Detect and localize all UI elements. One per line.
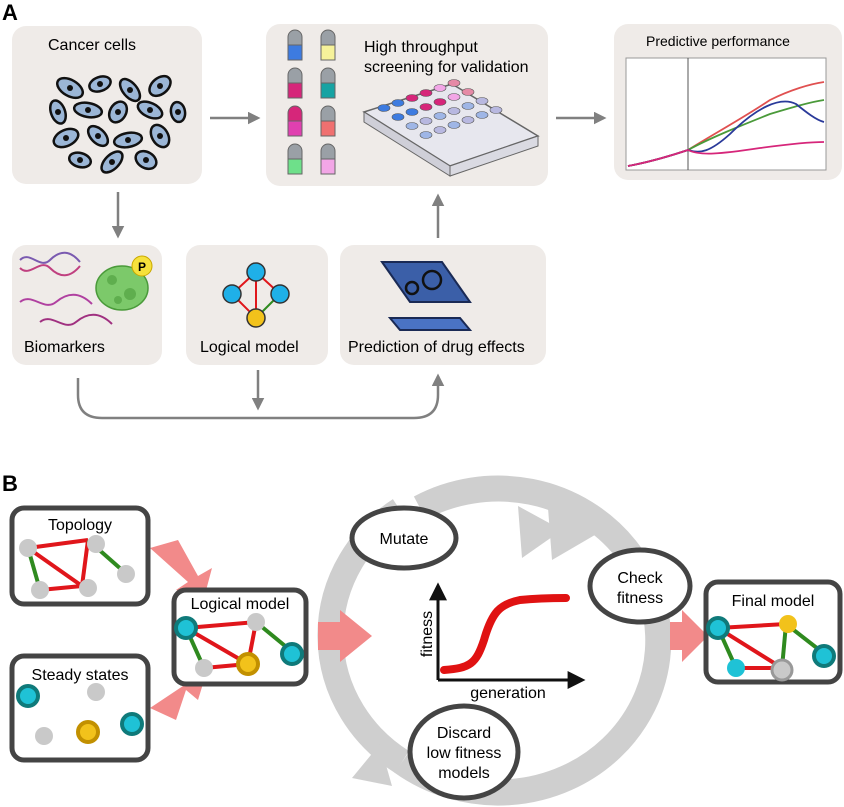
plate-well bbox=[391, 113, 405, 121]
plate-well bbox=[475, 97, 489, 105]
topology-title: Topology bbox=[48, 517, 112, 534]
steady-states-title: Steady states bbox=[32, 667, 129, 684]
plate-well bbox=[419, 89, 433, 97]
plate-well bbox=[433, 84, 447, 92]
final-model-title: Final model bbox=[732, 593, 815, 610]
logical-model-title-b: Logical model bbox=[191, 596, 290, 613]
protein-illustration bbox=[95, 255, 153, 311]
final-model-network bbox=[706, 615, 836, 682]
plate-well bbox=[405, 94, 419, 102]
performance-plot-area bbox=[625, 57, 827, 171]
laptop-gears-illustration bbox=[380, 261, 473, 331]
well-plate-wells bbox=[377, 79, 503, 139]
screening-title-line1: High throughput bbox=[364, 39, 478, 56]
check-fitness-line1: Check bbox=[617, 570, 663, 587]
panel-a-letter: A bbox=[2, 0, 18, 25]
mutate-label: Mutate bbox=[380, 531, 429, 548]
phospho-label: P bbox=[138, 260, 146, 274]
plate-well bbox=[405, 108, 419, 116]
arrow-bottom-loop bbox=[76, 373, 445, 420]
prediction-title: Prediction of drug effects bbox=[348, 339, 525, 356]
final-model-box bbox=[703, 579, 843, 685]
panel-b-letter: B bbox=[2, 471, 18, 496]
mutate-node bbox=[349, 505, 459, 571]
drug-capsules bbox=[287, 29, 336, 175]
check-fitness-node bbox=[587, 547, 693, 625]
pink-arrows bbox=[150, 540, 708, 720]
plate-well bbox=[447, 121, 461, 129]
plate-well bbox=[377, 104, 391, 112]
dna-illustration bbox=[19, 251, 113, 326]
check-fitness-line2: fitness bbox=[617, 590, 663, 607]
screening-title-line2: screening for validation bbox=[364, 59, 529, 76]
generation-axis-label: generation bbox=[470, 685, 546, 702]
plate-well bbox=[447, 107, 461, 115]
logical-model-network bbox=[174, 613, 304, 677]
plate-well bbox=[489, 106, 503, 114]
plate-well bbox=[461, 116, 475, 124]
plate-well bbox=[461, 102, 475, 110]
plate-well bbox=[433, 112, 447, 120]
plate-well bbox=[419, 117, 433, 125]
steady-states-nodes bbox=[16, 683, 144, 745]
predictive-performance-title: Predictive performance bbox=[646, 33, 790, 49]
plate-well bbox=[433, 126, 447, 134]
discard-line2: low fitness bbox=[427, 745, 502, 762]
discard-node bbox=[407, 703, 521, 801]
discard-line3: models bbox=[438, 765, 490, 782]
cancer-cells-title: Cancer cells bbox=[48, 37, 136, 54]
topology-network bbox=[19, 535, 135, 599]
topology-box bbox=[9, 505, 151, 607]
plate-well bbox=[419, 131, 433, 139]
plate-well bbox=[419, 103, 433, 111]
performance-curve bbox=[627, 141, 825, 167]
plate-well bbox=[475, 111, 489, 119]
logical-model-title-a: Logical model bbox=[200, 339, 299, 356]
plate-well bbox=[433, 98, 447, 106]
discard-line1: Discard bbox=[437, 725, 491, 742]
biomarkers-title: Biomarkers bbox=[24, 339, 105, 356]
fitness-axis-label: fitness bbox=[419, 611, 436, 657]
plate-well bbox=[391, 99, 405, 107]
plate-well bbox=[447, 93, 461, 101]
small-network bbox=[222, 262, 290, 328]
cancer-cell-nuclei bbox=[55, 81, 181, 165]
performance-curves bbox=[627, 81, 825, 167]
plate-well bbox=[461, 88, 475, 96]
plate-well bbox=[405, 122, 419, 130]
sigmoid-curve bbox=[440, 594, 570, 674]
plate-well bbox=[447, 79, 461, 87]
